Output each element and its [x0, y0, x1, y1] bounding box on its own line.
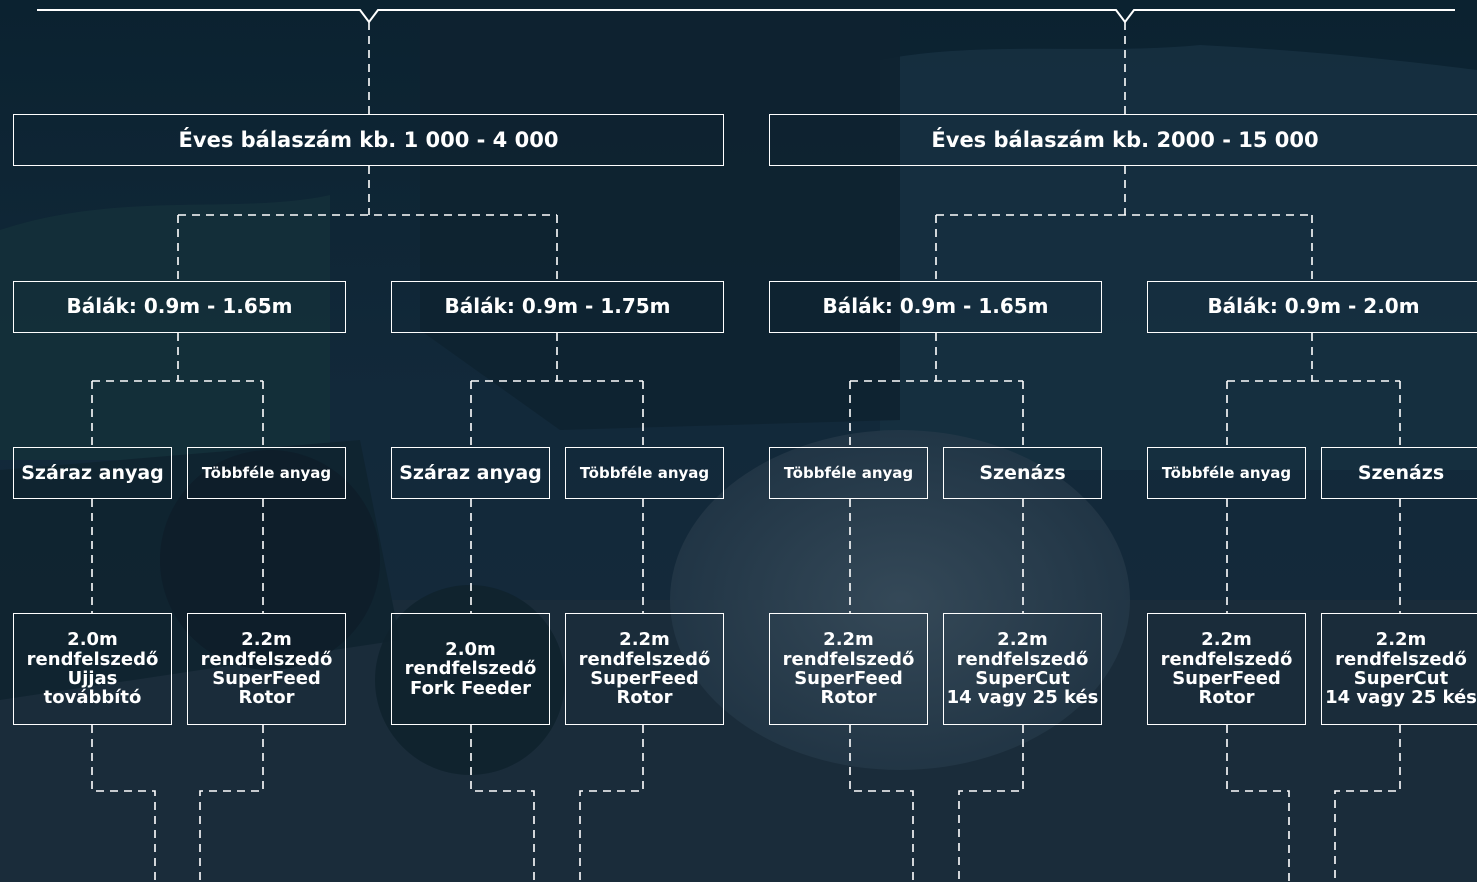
- pickup-line: rendfelszedő: [404, 658, 537, 680]
- material-node-3: Száraz anyag: [391, 447, 550, 499]
- pickup-line: SuperCut: [975, 668, 1070, 689]
- pickup-line: rendfelszedő: [578, 648, 711, 670]
- material-node-7: Többféle anyag: [1147, 447, 1306, 499]
- pickup-line: Rotor: [238, 687, 295, 709]
- material-label: Szenázs: [1357, 461, 1445, 484]
- pickup-node-8: 2.2m rendfelszedő SuperCut 14 vagy 25 ké…: [1321, 613, 1477, 725]
- pickup-line: rendfelszedő: [200, 648, 333, 670]
- pickup-line: 2.2m: [1375, 629, 1427, 651]
- pickup-line: SuperFeed: [1172, 668, 1281, 689]
- pickup-line: Fork Feeder: [410, 677, 531, 699]
- pickup-node-3: 2.0m rendfelszedő Fork Feeder: [391, 613, 550, 725]
- material-label: Többféle anyag: [201, 463, 332, 482]
- pickup-node-6: 2.2m rendfelszedő SuperCut 14 vagy 25 ké…: [943, 613, 1102, 725]
- bale-size-node-4: Bálák: 0.9m - 2.0m: [1147, 281, 1477, 333]
- pickup-line: 14 vagy 25 kés: [1325, 687, 1477, 709]
- pickup-line: 2.0m: [445, 638, 496, 660]
- pickup-node-2: 2.2m rendfelszedő SuperFeed Rotor: [187, 613, 346, 725]
- pickup-line: 2.2m: [619, 629, 670, 651]
- pickup-line: továbbító: [43, 687, 142, 709]
- material-node-4: Többféle anyag: [565, 447, 724, 499]
- top-rule: [37, 9, 1455, 24]
- annual-bales-low-node: Éves bálaszám kb. 1 000 - 4 000: [13, 114, 724, 166]
- pickup-node-7: 2.2m rendfelszedő SuperFeed Rotor: [1147, 613, 1306, 725]
- bale-size-label: Bálák: 0.9m - 1.65m: [66, 294, 293, 319]
- pickup-line: 2.2m: [997, 629, 1048, 651]
- bale-size-label: Bálák: 0.9m - 2.0m: [1207, 294, 1420, 319]
- bale-size-label: Bálák: 0.9m - 1.65m: [822, 294, 1049, 319]
- material-node-2: Többféle anyag: [187, 447, 346, 499]
- pickup-node-1: 2.0m rendfelszedő Ujjas továbbító: [13, 613, 172, 725]
- pickup-line: 2.2m: [1201, 629, 1252, 651]
- bale-size-label: Bálák: 0.9m - 1.75m: [444, 294, 671, 319]
- pickup-line: rendfelszedő: [26, 648, 159, 670]
- pickup-node-5: 2.2m rendfelszedő SuperFeed Rotor: [769, 613, 928, 725]
- material-node-6: Szenázs: [943, 447, 1102, 499]
- pickup-line: 14 vagy 25 kés: [946, 687, 1099, 709]
- material-label: Többféle anyag: [579, 463, 710, 482]
- pickup-line: SuperFeed: [590, 668, 699, 689]
- material-node-5: Többféle anyag: [769, 447, 928, 499]
- material-node-8: Szenázs: [1321, 447, 1477, 499]
- bale-size-node-1: Bálák: 0.9m - 1.65m: [13, 281, 346, 333]
- pickup-line: Rotor: [616, 687, 673, 709]
- annual-bales-high-node: Éves bálaszám kb. 2000 - 15 000: [769, 114, 1477, 166]
- material-label: Többféle anyag: [1161, 463, 1292, 482]
- pickup-line: 2.2m: [241, 629, 292, 651]
- pickup-line: Rotor: [820, 687, 877, 709]
- pickup-line: Rotor: [1198, 687, 1255, 709]
- pickup-line: 2.2m: [823, 629, 874, 651]
- pickup-line: SuperCut: [1353, 668, 1449, 689]
- bale-size-node-3: Bálák: 0.9m - 1.65m: [769, 281, 1102, 333]
- annual-bales-high-label: Éves bálaszám kb. 2000 - 15 000: [931, 127, 1319, 152]
- material-node-1: Száraz anyag: [13, 447, 172, 499]
- bale-size-node-2: Bálák: 0.9m - 1.75m: [391, 281, 724, 333]
- pickup-line: rendfelszedő: [1335, 648, 1467, 670]
- pickup-line: rendfelszedő: [782, 648, 915, 670]
- material-label: Szenázs: [979, 461, 1066, 484]
- pickup-line: rendfelszedő: [956, 648, 1089, 670]
- pickup-line: SuperFeed: [212, 668, 321, 689]
- material-label: Többféle anyag: [783, 463, 914, 482]
- pickup-node-4: 2.2m rendfelszedő SuperFeed Rotor: [565, 613, 724, 725]
- material-label: Száraz anyag: [21, 461, 164, 484]
- material-label: Száraz anyag: [399, 461, 542, 484]
- pickup-line: rendfelszedő: [1160, 648, 1293, 670]
- pickup-line: Ujjas: [67, 668, 118, 689]
- annual-bales-low-label: Éves bálaszám kb. 1 000 - 4 000: [178, 127, 559, 152]
- pickup-line: SuperFeed: [794, 668, 903, 689]
- pickup-line: 2.0m: [67, 629, 118, 651]
